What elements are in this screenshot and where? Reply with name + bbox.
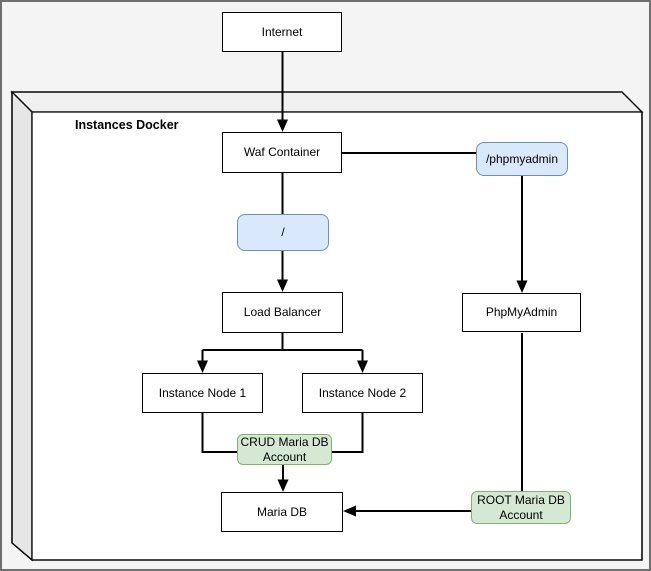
node-waf-container: Waf Container bbox=[222, 132, 342, 173]
docker-container-label: Instances Docker bbox=[75, 118, 179, 132]
node-instance-node-1: Instance Node 1 bbox=[142, 373, 263, 413]
node-load-balancer: Load Balancer bbox=[222, 292, 343, 333]
route-label-phpmyadmin: /phpmyadmin bbox=[476, 142, 568, 176]
route-label-root: / bbox=[237, 214, 329, 251]
node-internet: Internet bbox=[222, 12, 342, 52]
account-label-crud: CRUD Maria DB Account bbox=[237, 434, 332, 465]
node-instance-node-2: Instance Node 2 bbox=[302, 373, 423, 413]
docker-container-cube bbox=[10, 90, 644, 562]
node-phpmyadmin: PhpMyAdmin bbox=[462, 293, 581, 332]
node-maria-db: Maria DB bbox=[221, 492, 343, 532]
account-label-root: ROOT Maria DB Account bbox=[471, 491, 571, 524]
diagram-edges bbox=[197, 52, 528, 517]
